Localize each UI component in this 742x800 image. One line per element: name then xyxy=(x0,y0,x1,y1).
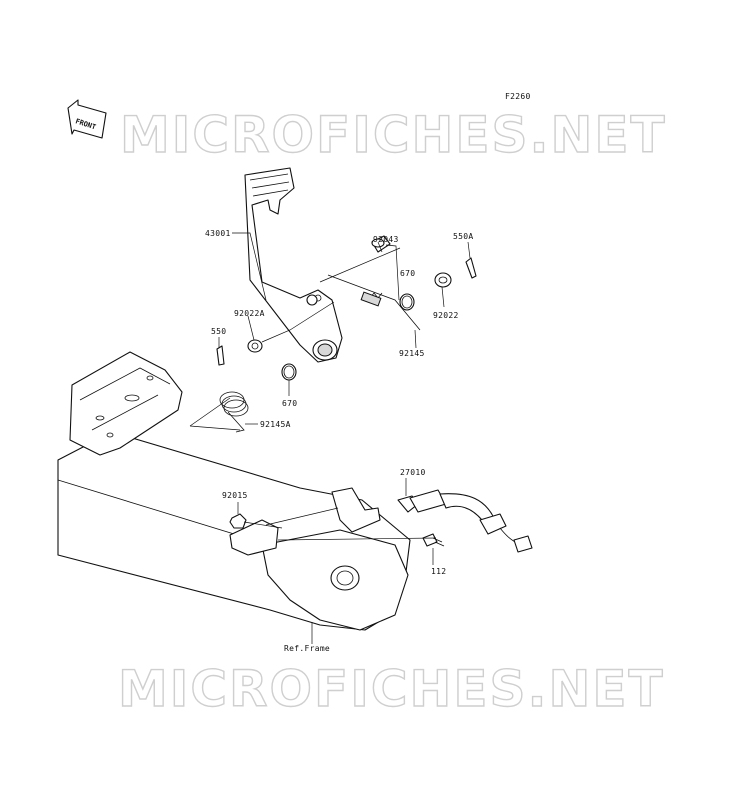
figure-code: F2260 xyxy=(505,92,531,101)
spring-92145a xyxy=(219,391,249,433)
spring-92145 xyxy=(327,274,421,331)
callout-550: 550 xyxy=(211,327,226,336)
watermark-bottom: MICROFICHES.NET xyxy=(118,660,665,718)
o-ring-lower xyxy=(281,363,297,381)
switch-27010 xyxy=(397,489,533,553)
callout-92022: 92022 xyxy=(433,311,459,320)
callout-92015: 92015 xyxy=(222,491,248,500)
pin-92043 xyxy=(371,235,391,253)
bolt-112 xyxy=(422,533,445,547)
washer-upper xyxy=(434,272,452,288)
callout-92022a: 92022A xyxy=(234,309,265,318)
brake-pedal xyxy=(244,167,343,363)
callout-43001: 43001 xyxy=(205,229,231,238)
callout-ref-frame: Ref.Frame xyxy=(284,644,330,653)
watermark-top: MICROFICHES.NET xyxy=(120,106,667,164)
callout-27010: 27010 xyxy=(400,468,426,477)
callout-550a: 550A xyxy=(453,232,473,241)
frame-drawing xyxy=(57,351,411,631)
front-arrow-icon: FRONT xyxy=(67,99,107,139)
callout-92043: 92043 xyxy=(373,235,399,244)
cotter-pin-550a xyxy=(465,257,477,279)
callout-112: 112 xyxy=(431,567,446,576)
washer-lower xyxy=(247,339,263,353)
cotter-pin-550 xyxy=(216,345,225,366)
callout-670-lower: 670 xyxy=(282,399,297,408)
nut-92015 xyxy=(229,513,247,529)
callout-670-upper: 670 xyxy=(400,269,415,278)
callout-92145a: 92145A xyxy=(260,420,291,429)
callout-92145: 92145 xyxy=(399,349,425,358)
leader-lines xyxy=(189,232,471,644)
